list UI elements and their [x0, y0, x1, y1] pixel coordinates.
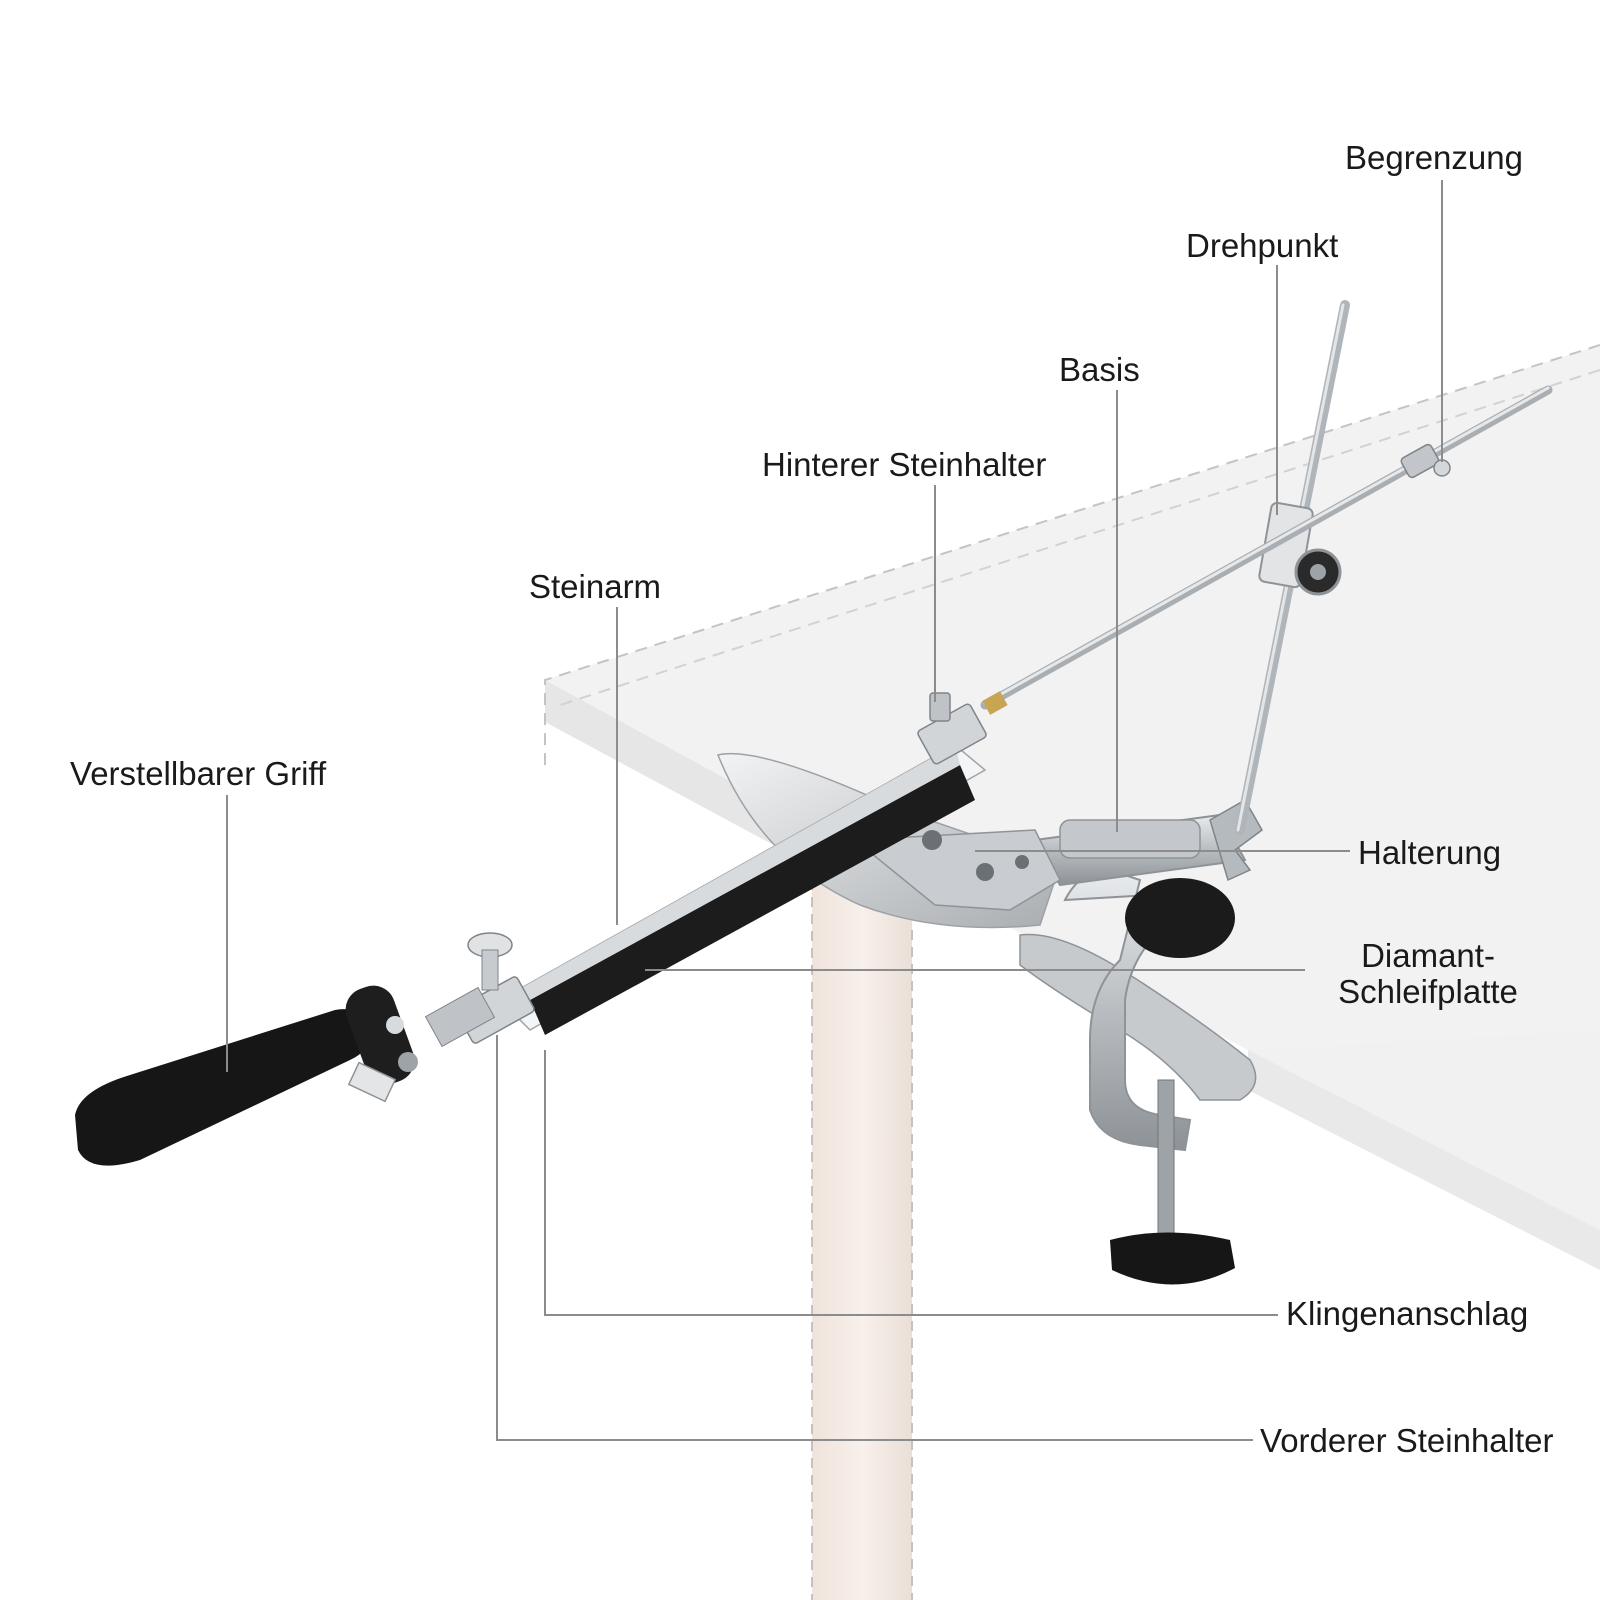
mount-cylinder — [1059, 819, 1201, 859]
clamp-body — [1063, 868, 1192, 1152]
label-diamant-schleifplatte: Diamant- Schleifplatte — [1318, 938, 1538, 1010]
rear-holder-screw — [929, 692, 951, 722]
base-screw-2 — [976, 863, 994, 881]
brass-fitting — [982, 691, 1008, 715]
table-side-edge — [1248, 1050, 1600, 1270]
handle-joint — [345, 985, 415, 1085]
handle-joint-screw — [386, 1016, 404, 1034]
table — [544, 344, 1600, 1600]
table-leg — [812, 880, 912, 1600]
pivot-assembly — [1235, 300, 1350, 835]
base-screw-3 — [1015, 855, 1029, 869]
clamp-knob — [1110, 1232, 1235, 1285]
label-begrenzung: Begrenzung — [1345, 139, 1523, 176]
label-diamant-line2: Schleifplatte — [1338, 973, 1518, 1010]
label-steinarm: Steinarm — [529, 568, 662, 605]
leader-vorderer-steinhalter — [496, 1035, 1253, 1441]
label-klingenanschlag: Klingenanschlag — [1286, 1295, 1529, 1332]
adjustable-handle — [75, 985, 418, 1166]
stop-collar-screw — [1433, 459, 1451, 477]
pivot-knob-center — [1310, 564, 1326, 580]
leader-lines — [226, 180, 1443, 1441]
table-right-face — [1248, 1030, 1600, 1230]
guide-rod-line — [980, 385, 1553, 710]
guide-rod-highlight — [983, 386, 1550, 705]
diamond-plate — [530, 765, 975, 1035]
handle-bracket — [347, 1061, 397, 1103]
stop-collar — [1400, 443, 1440, 479]
stone-arm — [424, 692, 987, 1048]
stone-arm-shade — [500, 745, 960, 1000]
label-hinterer-steinhalter: Hinterer Steinhalter — [762, 446, 1047, 483]
handle-grip — [75, 1009, 371, 1166]
table-front-edge — [545, 680, 820, 870]
label-halterung: Halterung — [1358, 834, 1502, 871]
spring — [424, 986, 496, 1048]
label-drehpunkt: Drehpunkt — [1186, 227, 1339, 264]
label-vorderer-steinhalter: Vorderer Steinhalter — [1260, 1422, 1554, 1459]
table-dashed-outline — [544, 344, 1600, 770]
label-basis: Basis — [1059, 351, 1140, 388]
handle-joint-screw-2 — [398, 1052, 418, 1072]
guide-rod — [980, 385, 1553, 715]
clamp-screw — [1157, 1079, 1175, 1256]
base-screw-1 — [922, 830, 942, 850]
front-holder-knob-stem — [481, 949, 499, 991]
table-top — [545, 345, 1600, 1050]
clamp-base-disc — [1125, 878, 1235, 958]
table-dashed-outline-back — [559, 369, 1600, 706]
leader-klingenanschlag — [544, 1050, 1278, 1316]
label-diamant-line1: Diamant- — [1361, 937, 1495, 974]
label-verstellbarer-griff: Verstellbarer Griff — [70, 755, 327, 792]
